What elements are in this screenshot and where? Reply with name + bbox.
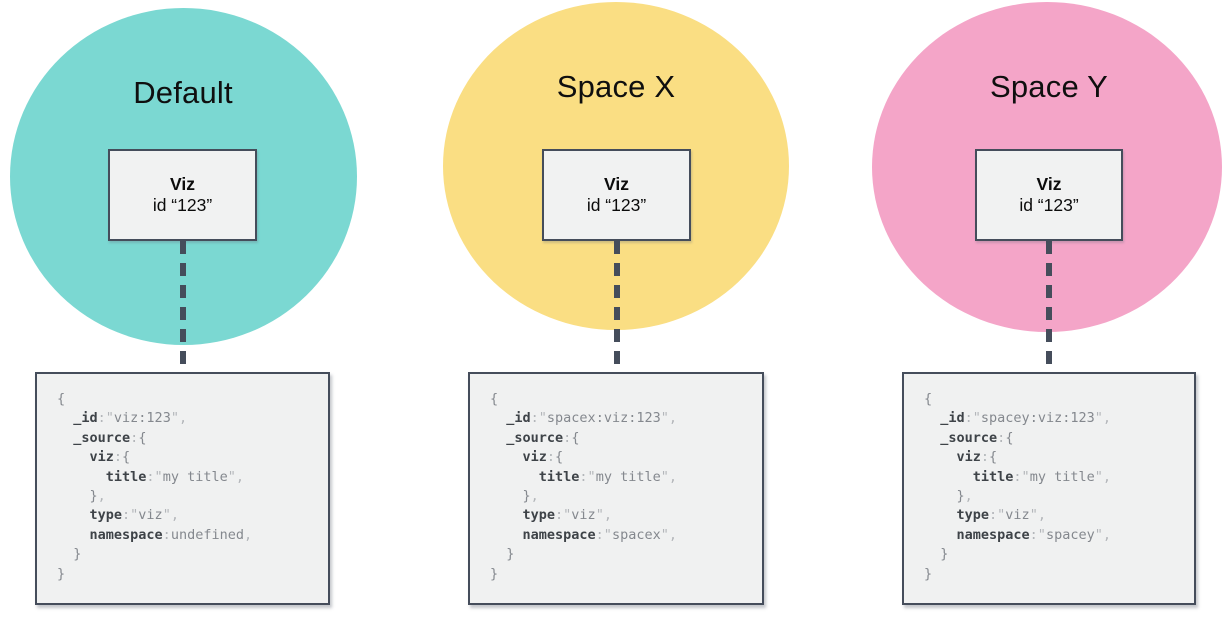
code-line: type:"viz", (956, 507, 1046, 524)
code-line: namespace:undefined, (89, 526, 253, 543)
code-line: }, (89, 488, 106, 505)
code-line: } (73, 546, 82, 563)
saved-object-document: { _id:"spacey:viz:123", _source:{ viz:{ … (902, 372, 1196, 605)
code-line: }, (956, 488, 973, 505)
code-line: _id:"spacey:viz:123", (940, 410, 1111, 427)
viz-node-box: Viz id “123” (975, 149, 1123, 241)
code-line: _source:{ (73, 429, 147, 446)
viz-node-id: id “123” (152, 195, 213, 215)
code-line: type:"viz", (522, 507, 612, 524)
code-line: } (490, 565, 499, 582)
space-title-default: Default (133, 75, 233, 110)
space-title-y: Space Y (989, 69, 1109, 104)
saved-object-document: { _id:"viz:123", _source:{ viz:{ title:"… (35, 372, 330, 605)
code-line: _source:{ (506, 429, 580, 446)
code-line: viz:{ (89, 449, 131, 466)
code-line: _id:"spacex:viz:123", (506, 410, 677, 427)
viz-node-box: Viz id “123” (108, 149, 257, 241)
dashed-connector-line (180, 241, 186, 374)
space-title-x: Space X (556, 69, 676, 104)
code-line: title:"my title", (105, 468, 244, 485)
code-line: { (490, 391, 499, 407)
code-line: namespace:"spacey", (956, 526, 1111, 543)
code-line: } (57, 565, 66, 582)
code-line: _id:"viz:123", (73, 410, 188, 427)
code-line: namespace:"spacex", (522, 526, 677, 543)
code-line: _source:{ (940, 429, 1014, 446)
code-line: title:"my title", (972, 468, 1111, 485)
viz-node-name: Viz (170, 174, 195, 194)
dashed-connector-line (1046, 241, 1052, 374)
viz-node-id: id “123” (1019, 195, 1079, 215)
viz-node-id: id “123” (586, 195, 647, 215)
code-line: { (924, 391, 933, 407)
dashed-connector-line (614, 241, 620, 374)
code-line: title:"my title", (538, 468, 677, 485)
code-line: viz:{ (522, 449, 564, 466)
saved-object-document: { _id:"spacex:viz:123", _source:{ viz:{ … (468, 372, 764, 605)
code-line: type:"viz", (89, 507, 179, 524)
code-line: } (506, 546, 515, 563)
viz-node-box: Viz id “123” (542, 149, 691, 241)
viz-node-name: Viz (604, 174, 629, 194)
code-line: }, (522, 488, 539, 505)
viz-node-name: Viz (1036, 174, 1062, 194)
code-line: } (924, 565, 933, 582)
code-line: viz:{ (956, 449, 998, 466)
code-line: { (57, 391, 66, 407)
code-line: } (940, 546, 949, 563)
